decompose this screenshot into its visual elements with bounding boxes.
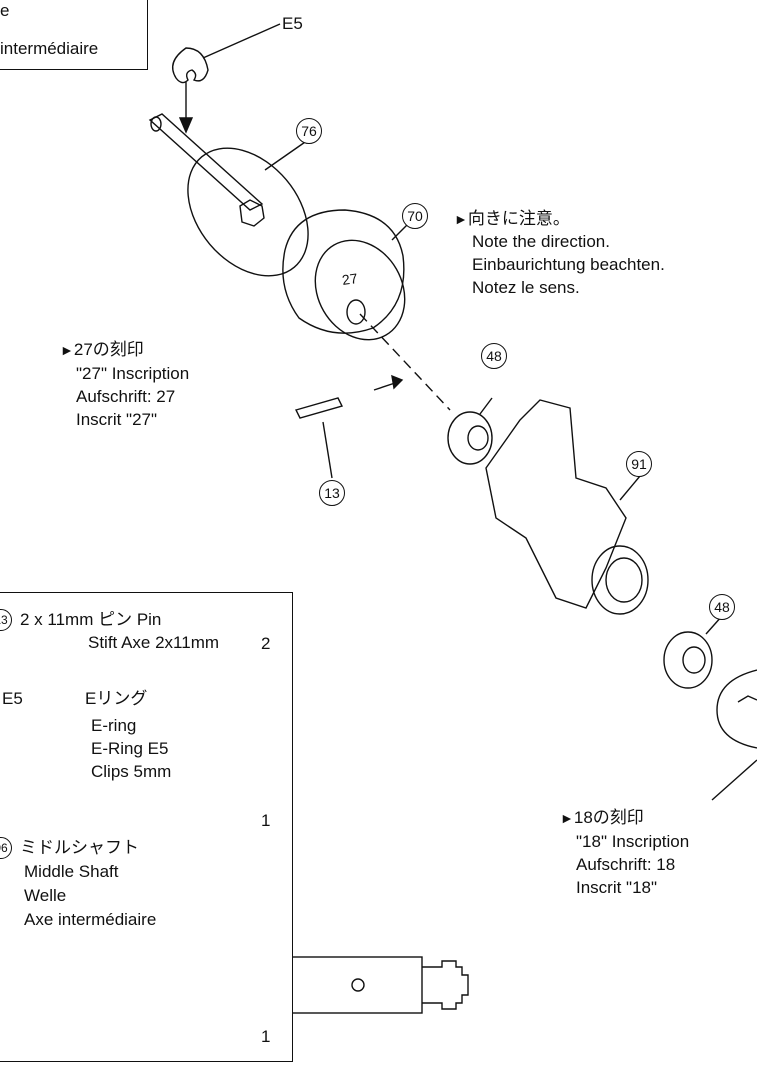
parts-shaft-en: Middle Shaft — [24, 862, 119, 881]
direction-note-fr: Notez le sens. — [472, 278, 580, 297]
parts-list-box — [0, 592, 293, 1062]
inscription27-en: "27" Inscription — [76, 364, 190, 383]
gear-mark-27: 27 — [340, 269, 359, 289]
direction-note-en: Note the direction. — [472, 232, 610, 251]
parts-ering-de: E-Ring E5 — [91, 739, 169, 758]
parts-shaft-fr: Axe intermédiaire — [24, 910, 157, 929]
parts-pin-line2: Stift Axe 2x11mm — [88, 633, 220, 652]
parts-shaft-de: Welle — [24, 886, 67, 905]
callout-91: 91 — [626, 451, 652, 477]
inscription27-fr: Inscrit "27" — [76, 410, 158, 429]
parts-ering-code: E5 — [2, 689, 23, 708]
direction-note-jp: ►向きに注意。 — [454, 209, 570, 228]
box-line1: e — [0, 1, 10, 20]
pointer-triangle-icon: ► — [454, 211, 468, 227]
spacer-76-drawing — [187, 147, 309, 277]
callout-13: 13 — [319, 480, 345, 506]
middle-shaft-drawing — [148, 113, 264, 211]
parts-shaft-qty: 1 — [261, 1027, 271, 1046]
parts-ering-fr: Clips 5mm — [91, 762, 172, 781]
pointer-triangle-icon: ► — [60, 342, 74, 358]
inscription18-en: "18" Inscription — [576, 832, 690, 851]
callout-70: 70 — [402, 203, 428, 229]
direction-note-de: Einbaurichtung beachten. — [472, 255, 665, 274]
inscription27-jp: ►27の刻印 — [60, 340, 144, 359]
parts-shaft-jp: ミドルシャフト — [20, 838, 139, 857]
bearing-48a-drawing — [447, 411, 493, 465]
pin-13-drawing — [294, 397, 344, 419]
callout-48a: 48 — [481, 343, 507, 369]
gear-70-drawing — [282, 209, 405, 334]
shaft-label-box — [0, 0, 148, 70]
box-line2: intermédiaire — [0, 39, 99, 58]
parts-ering-en: E-ring — [91, 716, 137, 735]
gear-18-drawing — [716, 669, 757, 749]
callout-76: 76 — [296, 118, 322, 144]
callout-e5: E5 — [282, 14, 303, 33]
pointer-triangle-icon: ► — [560, 810, 574, 826]
bearing-48b-drawing — [663, 631, 713, 689]
parts-pin-line1: 2 x 11mm ピン Pin — [20, 610, 162, 629]
e-clip-drawing — [172, 47, 209, 84]
inscription18-fr: Inscrit "18" — [576, 878, 658, 897]
inscription18-jp: ►18の刻印 — [560, 808, 644, 827]
parts-pin-qty: 2 — [261, 634, 271, 653]
parts-ering-jp: Eリング — [85, 689, 148, 708]
inscription18-de: Aufschrift: 18 — [576, 855, 676, 874]
inscription27-de: Aufschrift: 27 — [76, 387, 176, 406]
parts-ering-qty: 1 — [261, 811, 271, 830]
callout-48b: 48 — [709, 594, 735, 620]
housing-91-drawing — [485, 399, 627, 609]
